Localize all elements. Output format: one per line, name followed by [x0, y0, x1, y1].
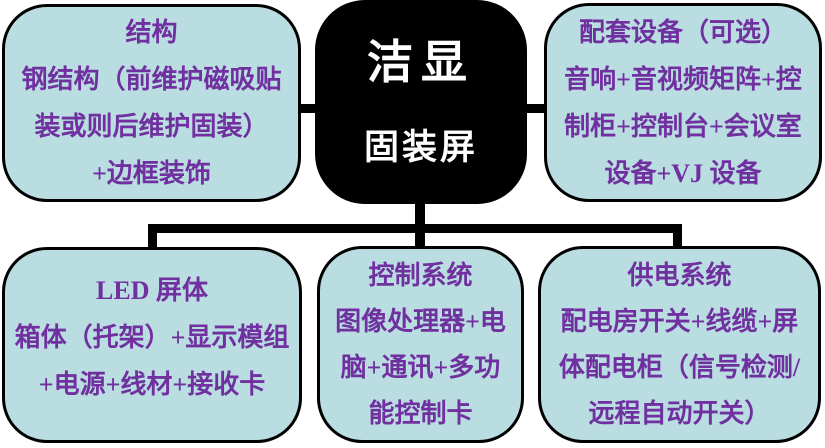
control-system-title: 控制系统	[368, 260, 473, 290]
structure-line-2: 钢结构（前维护磁吸贴	[21, 65, 282, 94]
accessories-box: 配套设备（可选） 音响+音视频矩阵+控 制柜+控制台+会议室 设备+VJ 设备	[544, 3, 822, 202]
power-system-box: 供电系统 配电房开关+线缆+屏 体配电柜（信号检测/ 远程自动开关）	[538, 246, 821, 443]
connector-left-horizontal	[296, 104, 320, 113]
structure-title: 结构	[125, 18, 178, 47]
accessories-title: 配套设备（可选）	[578, 17, 787, 47]
connector-bottom-left-stub	[148, 230, 157, 250]
power-system-line-4: 远程自动开关）	[588, 398, 771, 428]
brand-title: 洁显	[367, 37, 475, 89]
connector-bottom-right-stub	[673, 230, 682, 250]
structure-box: 结构 钢结构（前维护磁吸贴 装或则后维护固装） +边框装饰	[2, 4, 301, 202]
control-system-box: 控制系统 图像处理器+电 脑+通讯+多功 能控制卡	[317, 246, 524, 443]
control-system-line-4: 能控制卡	[368, 398, 473, 428]
structure-line-3: 装或则后维护固装）	[34, 112, 269, 141]
power-system-line-2: 配电房开关+线缆+屏	[560, 306, 799, 336]
connector-right-horizontal	[522, 104, 548, 113]
structure-line-4: +边框装饰	[92, 159, 211, 188]
connector-bottom-horizontal	[148, 224, 682, 233]
accessories-line-4: 设备+VJ 设备	[604, 158, 762, 188]
led-screen-box: LED 屏体 箱体（托架）+显示模组 +电源+线材+接收卡	[2, 247, 302, 443]
accessories-line-2: 音响+音视频矩阵+控	[564, 64, 802, 94]
center-box: 洁显 固装屏	[315, 0, 527, 204]
accessories-line-3: 制柜+控制台+会议室	[564, 111, 802, 141]
control-system-line-2: 图像处理器+电	[335, 306, 506, 336]
power-system-line-3: 体配电柜（信号检测/	[558, 352, 801, 382]
led-screen-line-2: 箱体（托架）+显示模组	[14, 322, 290, 352]
control-system-line-3: 脑+通讯+多功	[340, 352, 501, 382]
brand-subtitle: 固装屏	[363, 127, 478, 167]
led-screen-line-3: +电源+线材+接收卡	[38, 369, 266, 399]
power-system-title: 供电系统	[627, 260, 732, 290]
connector-center-vertical	[415, 198, 425, 248]
led-screen-title: LED 屏体	[96, 275, 208, 305]
